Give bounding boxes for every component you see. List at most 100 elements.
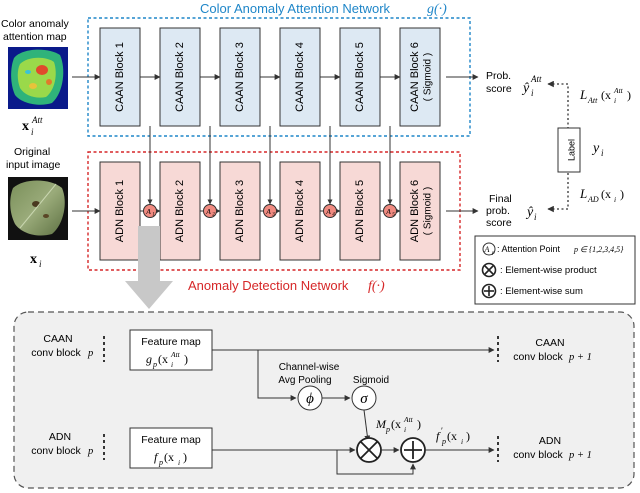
svg-text:i: i <box>31 127 34 137</box>
svg-text:p: p <box>158 458 163 467</box>
svg-text:ADN Block 5: ADN Block 5 <box>354 180 366 242</box>
svg-text:): ) <box>466 429 470 443</box>
svg-text:p: p <box>152 360 157 369</box>
attention-map-symbol: x Att i <box>22 115 43 137</box>
svg-text:ADN Block 2: ADN Block 2 <box>174 180 186 242</box>
svg-text:CAAN: CAAN <box>535 337 564 349</box>
detail-caan-block-label: CAAN conv block p <box>31 333 93 359</box>
phi-symbol: ϕ <box>306 391 314 407</box>
svg-text:i: i <box>614 195 616 204</box>
feature-map-g-title: Feature map <box>141 336 201 348</box>
svg-text:A: A <box>205 207 211 216</box>
m-formula: M p (x Att i ) <box>375 415 421 434</box>
svg-text:): ) <box>417 417 421 431</box>
svg-text:p: p <box>87 348 93 359</box>
svg-text:i: i <box>461 437 463 446</box>
svg-text:1: 1 <box>152 213 155 218</box>
svg-text:i: i <box>534 212 537 222</box>
svg-text:p + 1: p + 1 <box>568 352 592 363</box>
svg-text:i: i <box>531 88 534 98</box>
label-y: y i <box>591 141 604 158</box>
svg-text:A: A <box>145 207 151 216</box>
adn-block-5: ADN Block 5 <box>339 161 381 261</box>
svg-text:y: y <box>591 141 600 156</box>
caan-block-2: CAAN Block 2 <box>159 27 201 127</box>
svg-text:CAAN Block 1: CAAN Block 1 <box>114 42 126 112</box>
svg-text:CAAN Block 4: CAAN Block 4 <box>294 42 306 112</box>
svg-text:Att: Att <box>613 86 624 95</box>
svg-text:ADN: ADN <box>539 435 561 447</box>
adn-block-6: ADN Block 6( Sigmoid ) <box>399 161 441 261</box>
svg-text:: Attention Point: : Attention Point <box>497 244 561 254</box>
feature-map-f-formula: f p (x i ) <box>154 450 187 467</box>
svg-text:Att: Att <box>170 350 181 359</box>
svg-text:(x: (x <box>447 429 457 443</box>
svg-text:f: f <box>154 450 159 464</box>
svg-text:CAAN Block 3: CAAN Block 3 <box>234 42 246 112</box>
attention-map-caption-2: attention map <box>3 31 67 43</box>
svg-text:Final: Final <box>489 193 512 205</box>
svg-text:conv block: conv block <box>31 445 81 457</box>
svg-text:( Sigmoid ): ( Sigmoid ) <box>423 187 434 235</box>
svg-text:p ∈ {1,2,3,4,5}: p ∈ {1,2,3,4,5} <box>573 245 624 254</box>
svg-text:(x: (x <box>164 450 174 464</box>
pooling-label-1: Channel-wise <box>279 362 340 373</box>
original-caption-2: input image <box>6 159 60 171</box>
fprime-formula: f ′ p (x i ) <box>436 426 470 446</box>
svg-text:Att: Att <box>530 74 542 84</box>
svg-text:ŷ: ŷ <box>525 205 534 220</box>
original-image <box>8 177 68 240</box>
caan-block-5: CAAN Block 5 <box>339 27 381 127</box>
svg-text:(x: (x <box>158 352 168 366</box>
svg-text:): ) <box>183 450 187 464</box>
svg-text:ŷ: ŷ <box>521 81 530 96</box>
svg-text:i: i <box>39 259 42 269</box>
svg-text:Prob.: Prob. <box>486 70 511 82</box>
svg-text:(x: (x <box>601 187 611 201</box>
feature-map-g-formula: g p (x Att i ) <box>146 350 188 369</box>
svg-text:A: A <box>385 207 391 216</box>
caan-block-6: CAAN Block 6( Sigmoid ) <box>399 27 441 127</box>
adn-block-1: ADN Block 1 <box>99 161 141 261</box>
svg-text:p: p <box>441 437 446 446</box>
original-caption-1: Original <box>14 146 50 158</box>
svg-text:Att: Att <box>403 415 414 424</box>
svg-text:): ) <box>620 187 624 201</box>
svg-text:CAAN Block 5: CAAN Block 5 <box>354 42 366 112</box>
svg-text:p + 1: p + 1 <box>568 450 592 461</box>
adn-output-label: Final prob. score ŷ i <box>486 193 537 229</box>
svg-text:CAAN Block 2: CAAN Block 2 <box>174 42 186 112</box>
svg-text:conv block: conv block <box>513 351 563 363</box>
svg-text:5: 5 <box>392 213 395 218</box>
svg-text:i: i <box>171 360 173 369</box>
svg-text:i: i <box>614 96 616 105</box>
feature-map-g-box <box>129 329 213 371</box>
detail-adn-block-label: ADN conv block p <box>31 431 93 457</box>
loss-ad-label: L AD (x i ) <box>579 186 624 204</box>
svg-text:p: p <box>385 425 390 434</box>
caan-block-3: CAAN Block 3 <box>219 27 261 127</box>
svg-text:L: L <box>579 87 587 102</box>
attention-map-caption-1: Color anomaly <box>1 18 69 30</box>
svg-text:ADN: ADN <box>49 431 71 443</box>
svg-text:CAAN Block 6: CAAN Block 6 <box>409 42 421 112</box>
legend-sum: : Element-wise sum <box>481 283 583 299</box>
svg-text:p: p <box>87 446 93 457</box>
sigmoid-label: Sigmoid <box>353 375 389 386</box>
svg-text:′: ′ <box>441 426 443 436</box>
caan-title: Color Anomaly Attention Network <box>200 1 391 16</box>
adn-function: f(·) <box>368 279 385 294</box>
svg-text:Att: Att <box>31 115 43 125</box>
zoom-arrow <box>125 226 173 309</box>
svg-text:: Element-wise product: : Element-wise product <box>500 265 597 276</box>
svg-text:Att: Att <box>587 96 598 105</box>
detail-caan-next-label: CAAN conv block p + 1 <box>513 337 592 363</box>
svg-text:ADN Block 4: ADN Block 4 <box>294 180 306 242</box>
pooling-label-2: Avg Pooling <box>278 375 331 386</box>
svg-text:ADN Block 3: ADN Block 3 <box>234 180 246 242</box>
svg-text:conv block: conv block <box>31 347 81 359</box>
